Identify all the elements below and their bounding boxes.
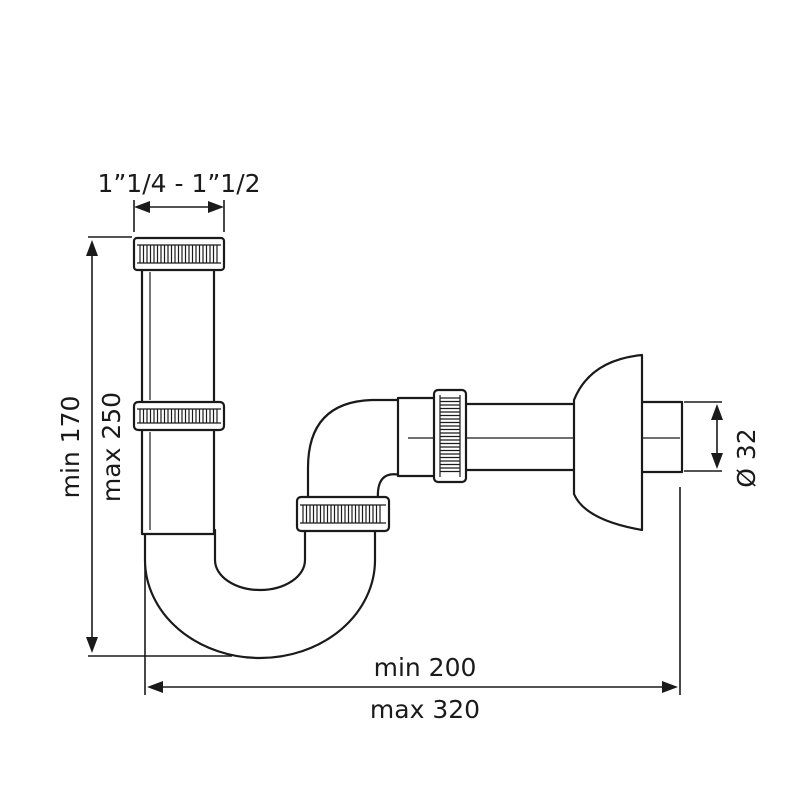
thread-size-dimension: 1”1/4 - 1”1/2 (97, 169, 261, 232)
middle-slip-nut (132, 400, 226, 432)
u-bend-trap (143, 526, 377, 660)
length-dimension: min 200 max 320 (144, 487, 681, 724)
diameter-dimension: Ø 32 (684, 401, 761, 488)
diameter-label: Ø 32 (732, 428, 761, 487)
length-max-label: max 320 (370, 695, 480, 724)
thread-size-label: 1”1/4 - 1”1/2 (97, 169, 260, 198)
height-max-label: max 250 (97, 392, 126, 502)
height-dimension: min 170 max 250 (56, 236, 232, 657)
elbow-bend (306, 398, 402, 502)
horizontal-ring-nut (432, 388, 468, 484)
top-thread-nut (132, 236, 226, 272)
horizontal-pipe (461, 402, 577, 472)
trap-nut (295, 495, 391, 533)
lower-tailpiece (140, 426, 216, 536)
height-min-label: min 170 (56, 396, 85, 499)
upper-tailpiece (140, 266, 216, 406)
length-min-label: min 200 (374, 653, 477, 682)
wall-rosette (572, 353, 644, 532)
